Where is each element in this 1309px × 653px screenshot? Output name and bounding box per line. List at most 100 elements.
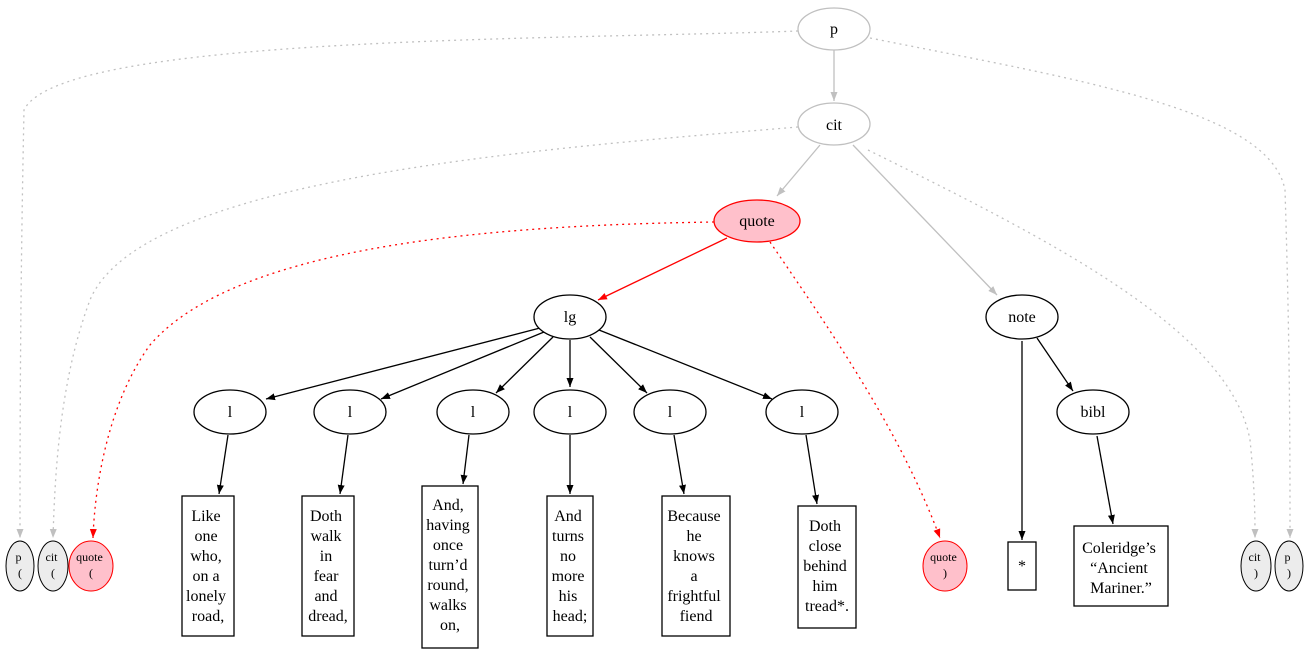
- svg-text:Because he knows: Because he knows a frightful fiend: [667, 508, 724, 625]
- node-lg: lg: [533, 294, 607, 340]
- node-l-1: l: [193, 389, 267, 435]
- marker-p-open-name: p: [16, 550, 22, 564]
- edge-lg-l1: [265, 327, 541, 401]
- line-4-word-5: his: [559, 588, 578, 605]
- line-5-word-5: frightful: [667, 588, 721, 605]
- marker-p-open-paren: (: [18, 566, 22, 580]
- line-5-word-6: fiend: [680, 608, 713, 625]
- note-star-text: *: [1018, 558, 1026, 575]
- edges: [16, 30, 1294, 540]
- edge-cit-note: [852, 144, 998, 296]
- svg-text:Coleridge’s “Ancient: Coleridge’s “Ancient Mariner.”: [1082, 540, 1160, 597]
- node-l-6-label: l: [800, 404, 805, 421]
- marker-quote-open: quote (: [68, 540, 114, 592]
- edge-bibl-text: [1096, 435, 1115, 525]
- marker-quote-close-name: quote: [930, 550, 957, 564]
- line-box-1: Like one who, on a lonely road,: [181, 495, 235, 637]
- node-l-2: l: [313, 389, 387, 435]
- svg-text:cit ): cit ): [1249, 550, 1264, 580]
- node-l-1-label: l: [228, 404, 233, 421]
- node-bibl: bibl: [1056, 389, 1130, 435]
- line-2-word-5: and: [314, 588, 337, 605]
- marker-p-close-paren: ): [1287, 566, 1291, 580]
- marker-quote-close: quote ): [922, 540, 968, 592]
- line-3-word-3: once: [433, 537, 463, 554]
- bibl-text-box: Coleridge’s “Ancient Mariner.”: [1073, 525, 1169, 607]
- edge-l2-text: [337, 434, 349, 495]
- bibl-line-2: “Ancient: [1090, 560, 1148, 577]
- node-l-4: l: [533, 389, 607, 435]
- svg-text:And, having once: And, having once turn’d round, walks on,: [426, 497, 474, 634]
- line-4-word-1: And: [554, 508, 582, 525]
- node-l-5: l: [633, 389, 707, 435]
- line-4-word-3: no: [560, 548, 576, 565]
- marker-p-close: p ): [1274, 540, 1304, 592]
- node-l-3: l: [436, 389, 510, 435]
- marker-cit-open-paren: (: [51, 566, 55, 580]
- marker-cit-close: cit ): [1240, 540, 1272, 592]
- line-5-word-3: knows: [673, 548, 715, 565]
- line-2-word-2: walk: [310, 528, 341, 545]
- line-box-6: Doth close behind him tread*.: [797, 505, 857, 629]
- line-2-word-6: dread,: [308, 608, 348, 625]
- node-l-6: l: [765, 389, 839, 435]
- edge-quote-open-marker: [89, 221, 715, 539]
- line-4-word-4: more: [552, 568, 585, 585]
- node-note: note: [985, 294, 1059, 340]
- node-lg-label: lg: [564, 309, 576, 326]
- line-6-word-4: him: [813, 578, 838, 595]
- line-1-word-1: Like: [191, 508, 220, 525]
- marker-quote-open-name: quote: [76, 550, 103, 564]
- node-cit-label: cit: [826, 117, 843, 134]
- line-3-word-1: And,: [432, 497, 464, 514]
- svg-text:Doth walk in: Doth walk in fear and dread,: [308, 508, 348, 625]
- note-star-box: *: [1007, 541, 1037, 591]
- svg-text:p ): p ): [1285, 550, 1294, 580]
- node-note-label: note: [1008, 309, 1036, 326]
- edge-lg-l2: [380, 331, 545, 400]
- svg-text:And turns no: And turns no more his head;: [552, 508, 589, 625]
- line-2-word-4: fear: [314, 568, 340, 585]
- node-quote-label: quote: [739, 213, 775, 230]
- line-2-word-1: Doth: [310, 508, 342, 525]
- line-box-2: Doth walk in fear and dread,: [301, 495, 355, 637]
- line-4-word-2: turns: [552, 528, 584, 545]
- edge-lg-l6: [598, 329, 773, 400]
- edge-l3-text: [460, 434, 470, 485]
- node-p: p: [797, 7, 871, 51]
- node-p-label: p: [830, 21, 838, 38]
- line-6-word-2: close: [809, 538, 842, 555]
- marker-quote-close-paren: ): [943, 566, 947, 580]
- line-3-word-6: walks: [429, 597, 466, 614]
- line-5-word-4: a: [690, 568, 697, 585]
- bibl-line-1: Coleridge’s: [1082, 540, 1156, 557]
- marker-cit-close-name: cit: [1249, 550, 1262, 564]
- svg-text:quote ): quote ): [930, 550, 960, 580]
- svg-text:Like one who,: Like one who, on a lonely road,: [186, 508, 230, 625]
- line-4-word-6: head;: [553, 608, 588, 625]
- line-3-word-2: having: [426, 517, 470, 534]
- line-box-3: And, having once turn’d round, walks on,: [421, 485, 479, 649]
- svg-text:quote (: quote (: [76, 550, 106, 580]
- edge-l6-text: [805, 434, 820, 505]
- node-l-3-label: l: [471, 404, 476, 421]
- marker-cit-open-name: cit: [46, 550, 59, 564]
- line-1-word-4: on a: [192, 568, 219, 585]
- marker-cit-open: cit (: [37, 540, 69, 592]
- node-bibl-label: bibl: [1081, 404, 1106, 421]
- line-5-word-2: he: [686, 528, 701, 545]
- node-l-2-label: l: [348, 404, 353, 421]
- edge-l5-text: [673, 434, 686, 495]
- node-l-4-label: l: [568, 404, 573, 421]
- svg-text:p (: p (: [16, 550, 25, 580]
- svg-text:cit (: cit (: [46, 550, 61, 580]
- edge-cit-open-marker: [49, 126, 799, 539]
- node-cit: cit: [797, 102, 871, 146]
- node-quote: quote: [713, 199, 801, 243]
- edge-quote-close-marker: [769, 241, 941, 539]
- edge-lg-l3: [495, 336, 554, 394]
- line-5-word-1: Because: [667, 508, 720, 525]
- line-2-word-3: in: [320, 548, 332, 565]
- edge-cit-quote: [776, 144, 821, 197]
